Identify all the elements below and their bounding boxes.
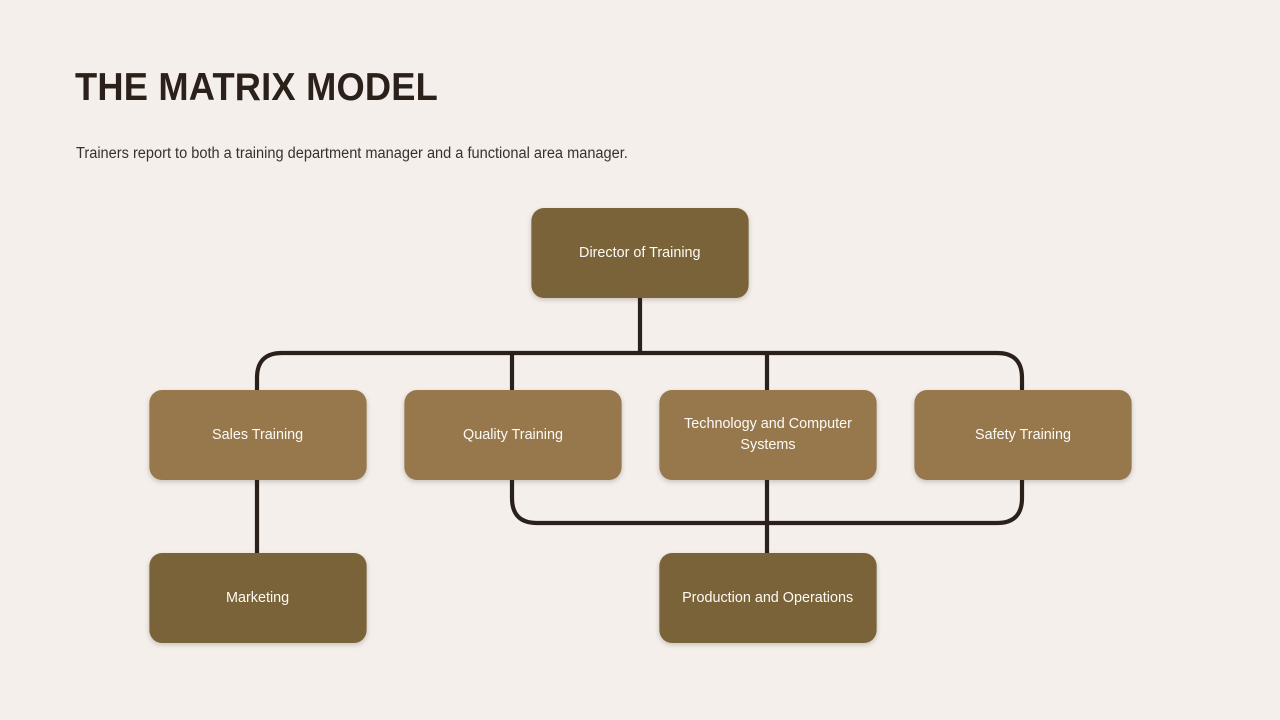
node-label: Technology and Computer Systems [684, 416, 852, 453]
node-safety-training[interactable]: Safety Training [914, 390, 1132, 480]
node-label: Marketing [226, 589, 290, 606]
node-label: Safety Training [975, 426, 1071, 443]
node-label: Production and Operations [682, 589, 854, 606]
connector-upper-bus [254, 350, 1025, 392]
node-label: Director of Training [579, 244, 701, 261]
node-director-of-training[interactable]: Director of Training [531, 208, 749, 298]
node-sales-training[interactable]: Sales Training [149, 390, 367, 480]
node-quality-training[interactable]: Quality Training [404, 390, 622, 480]
node-technology-and-computer-systems[interactable]: Technology and Computer Systems [659, 390, 877, 480]
page-title: THE MATRIX MODEL [75, 66, 438, 109]
page-subtitle: Trainers report to both a training depar… [76, 145, 628, 162]
node-label: Quality Training [463, 426, 563, 443]
node-production-and-operations[interactable]: Production and Operations [659, 553, 877, 643]
node-marketing[interactable]: Marketing [149, 553, 367, 643]
node-label: Sales Training [212, 426, 304, 443]
